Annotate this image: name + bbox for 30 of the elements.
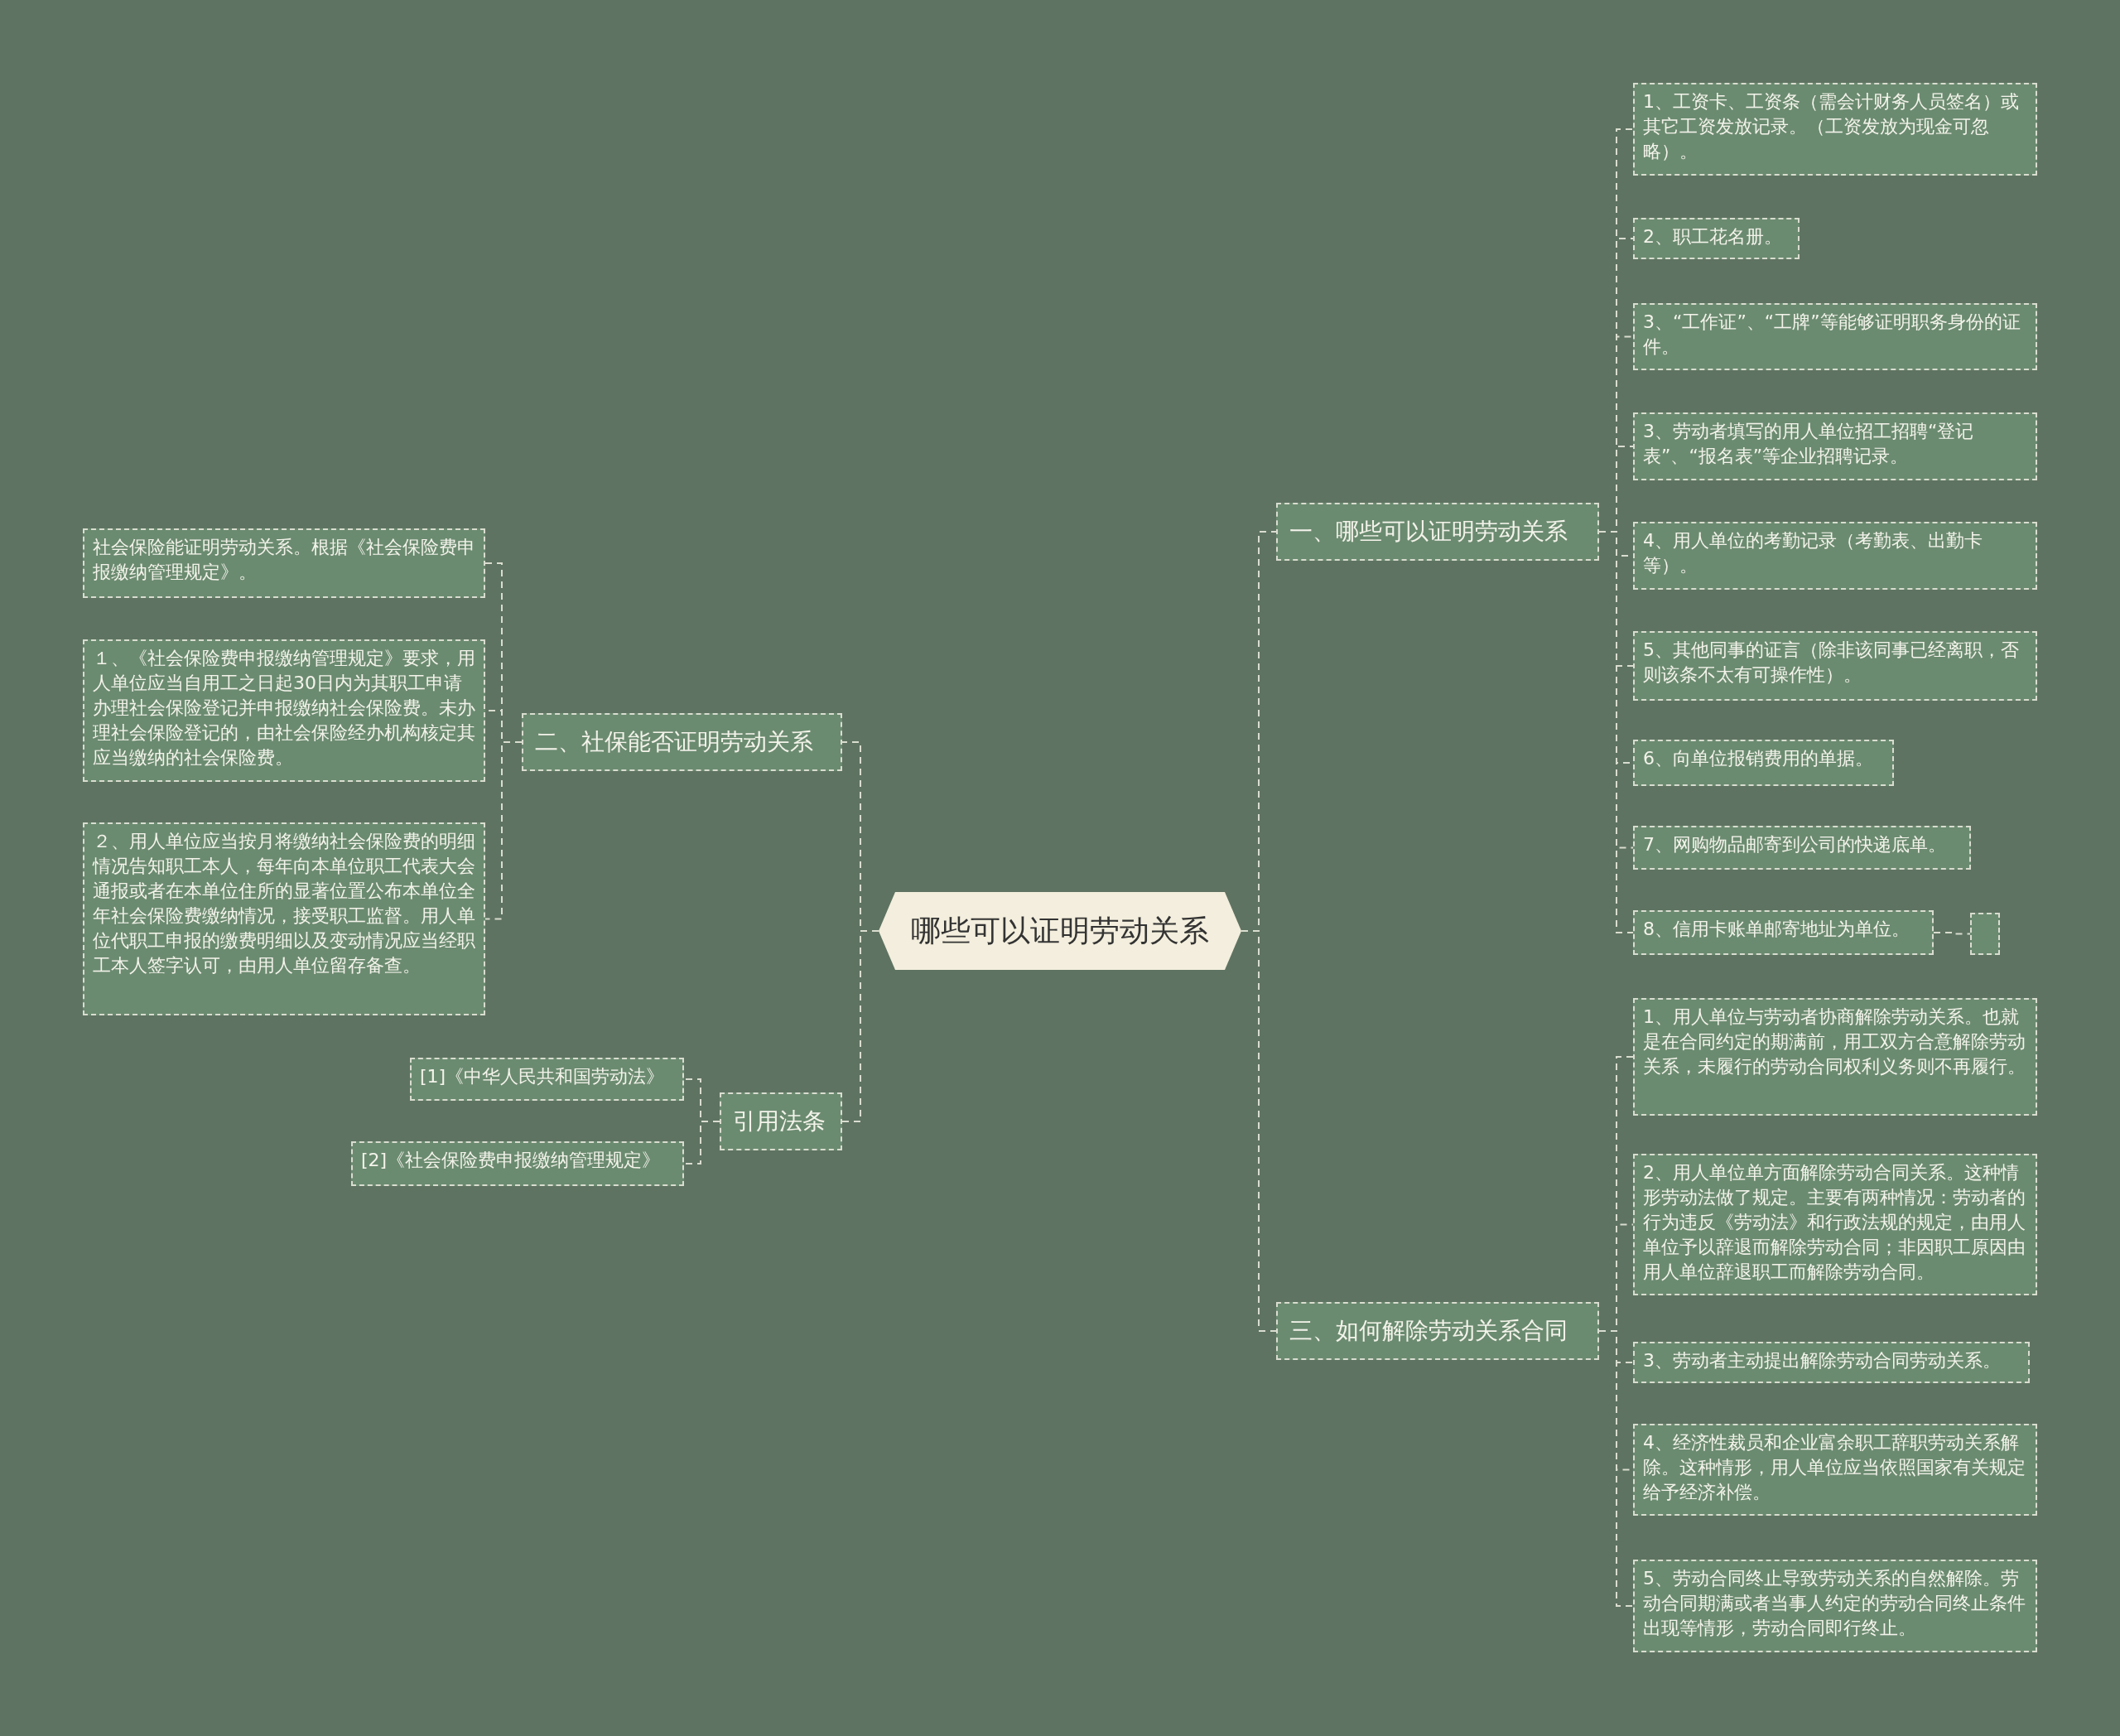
subtopic-box: 7、网购物品邮寄到公司的快递底单。 — [1633, 826, 1971, 870]
subtopic-box: 2、职工花名册。 — [1633, 218, 1800, 259]
subtopic-box: 1、工资卡、工资条（需会计财务人员签名）或其它工资发放记录。（工资发放为现金可忽略）。 — [1633, 83, 2037, 176]
subtopic-box: 5、劳动合同终止导致劳动关系的自然解除。劳动合同期满或者当事人约定的劳动合同终止条件出现等情形，劳动合同即行终止。 — [1633, 1560, 2037, 1652]
subtopic-box: 2、用人单位单方面解除劳动合同关系。这种情形劳动法做了规定。主要有两种情况：劳动者的行为违反《劳动法》和行政法规的规定，由用人单位予以辞退而解除劳动合同；非因职工原因由用人单位辞退职工而解除劳动合同。 — [1633, 1154, 2037, 1295]
subtopic-box: [1]《中华人民共和国劳动法》 — [410, 1058, 684, 1101]
subtopic-box: 3、劳动者主动提出解除劳动合同劳动关系。 — [1633, 1342, 2030, 1383]
connector-line — [1598, 1330, 1634, 1607]
connector-line — [683, 1121, 720, 1165]
subtopic-box: 4、用人单位的考勤记录（考勤表、出勤卡等）。 — [1633, 522, 2037, 590]
topic-box: 一、哪些可以证明劳动关系 — [1276, 503, 1599, 561]
topic-box: 三、如何解除劳动关系合同 — [1276, 1302, 1599, 1360]
connector-line — [484, 741, 523, 920]
connector-line — [1933, 932, 1971, 935]
topic-box: 引用法条 — [720, 1092, 842, 1150]
subtopic-box: 5、其他同事的证言（除非该同事已经离职，否则该条不太有可操作性）。 — [1633, 631, 2037, 701]
connector-line — [841, 930, 879, 1122]
subtopic-box: 4、经济性裁员和企业富余职工辞职劳动关系解除。这种情形，用人单位应当依照国家有关规定给予经济补偿。 — [1633, 1424, 2037, 1516]
subtopic-box: ２、用人单位应当按月将缴纳社会保险费的明细情况告知职工本人，每年向本单位职工代表大会通报或者在本单位住所的显著位置公布本单位全年社会保险费缴纳情况，接受职工监督。用人单位代职工申报的缴费明细以及变动情况应当经职工本人签字认可，由用人单位留存备查。 — [83, 822, 485, 1015]
subtopic-box: 6、向单位报销费用的单据。 — [1633, 740, 1894, 786]
subtopic-box: 3、“工作证”、“工牌”等能够证明职务身份的证件。 — [1633, 303, 2037, 370]
subtopic-box: 8、信用卡账单邮寄地址为单位。 — [1633, 910, 1934, 955]
subtopic-box: 社会保险能证明劳动关系。根据《社会保险费申报缴纳管理规定》。 — [83, 528, 485, 598]
subtopic-box: 3、劳动者填写的用人单位招工招聘“登记表”、“报名表”等企业招聘记录。 — [1633, 412, 2037, 480]
empty-box — [1970, 913, 2000, 955]
subtopic-box: １、《社会保险费申报缴纳管理规定》要求，用人单位应当自用工之日起30日内为其职工申请办理社会保险登记并申报缴纳社会保险费。未办理社会保险登记的，由社会保险经办机构核定其应当缴纳的社会保险费。 — [83, 639, 485, 782]
subtopic-box: [2]《社会保险费申报缴纳管理规定》 — [351, 1141, 684, 1186]
topic-box: 二、社保能否证明劳动关系 — [522, 713, 842, 771]
subtopic-box: 1、用人单位与劳动者协商解除劳动关系。也就是在合同约定的期满前，用工双方合意解除劳动关系，未履行的劳动合同权利义务则不再履行。 — [1633, 998, 2037, 1116]
central-topic: 哪些可以证明劳动关系 — [879, 892, 1241, 970]
